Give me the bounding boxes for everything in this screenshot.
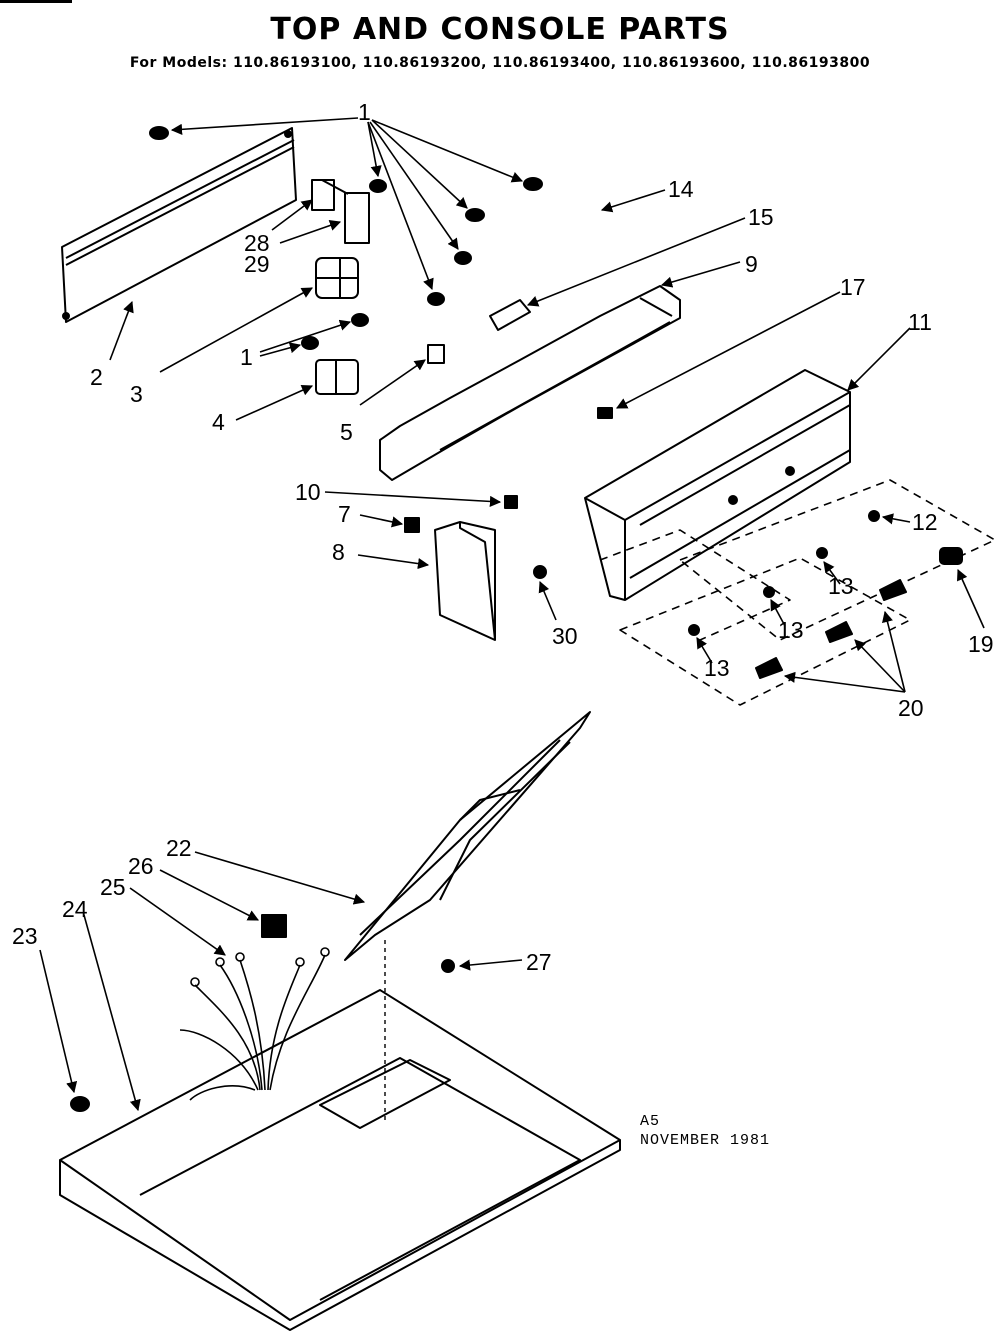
plug-part (70, 1096, 90, 1112)
revision-note: A5 NOVEMBER 1981 (640, 1112, 770, 1150)
callout-label: 10 (295, 479, 321, 505)
callout-label: 28 (244, 230, 270, 256)
callout-label: 30 (552, 623, 578, 649)
callout-label: 25 (100, 874, 126, 900)
callout-label: 13 (704, 655, 730, 681)
small-screw-part (597, 407, 613, 419)
callout-label: 3 (130, 381, 143, 407)
terminal-block-parts (311, 179, 370, 244)
callout-label: 9 (745, 251, 758, 277)
callout-label: 15 (748, 204, 774, 230)
callout-label: 26 (128, 853, 154, 879)
callout-label: 1 (240, 344, 253, 370)
callout-label: 24 (62, 896, 88, 922)
callout-label: 1 (358, 99, 371, 125)
rear-panel-part (61, 127, 297, 323)
callout-label: 14 (668, 176, 694, 202)
callout-label: 29 (244, 251, 270, 277)
callout-label: 19 (968, 631, 994, 657)
callout-label: 13 (778, 617, 804, 643)
screw-10-part (504, 495, 518, 509)
callout-label: 8 (332, 539, 345, 565)
screw-parts (149, 126, 543, 350)
leader-lines (39, 117, 985, 1112)
console-panel-part (584, 369, 851, 601)
page-title: TOP AND CONSOLE PARTS (270, 12, 730, 47)
connector-part (489, 299, 531, 331)
revision-code: A5 (640, 1113, 661, 1130)
knob-clip-parts (688, 510, 880, 636)
callout-label: 17 (840, 274, 866, 300)
screw-30-part (533, 565, 547, 579)
knob-parts (755, 547, 963, 679)
callout-label: 13 (828, 573, 854, 599)
dryer-top-part (59, 989, 621, 1331)
cover-part (434, 521, 496, 641)
screw-27-part (441, 959, 455, 973)
wire-harness-part (179, 947, 330, 1101)
callout-label: 12 (912, 509, 938, 535)
callout-label: 2 (90, 364, 103, 390)
callout-label: 22 (166, 835, 192, 861)
callout-labels: 1 1 2 3 4 5 7 8 9 10 11 12 13 13 13 14 1… (12, 99, 994, 975)
switch-part (315, 359, 359, 395)
callout-label: 27 (526, 949, 552, 975)
part-26 (261, 914, 287, 938)
knob-area-outline (599, 479, 996, 706)
revision-date: NOVEMBER 1981 (640, 1132, 771, 1149)
control-panel-part (344, 711, 591, 961)
callout-label: 11 (908, 309, 932, 335)
callout-label: 23 (12, 923, 38, 949)
clip-part (427, 344, 445, 364)
callout-label: 20 (898, 695, 924, 721)
callout-label: 4 (212, 409, 225, 435)
callout-label: 7 (338, 501, 351, 527)
nut-7-part (404, 517, 420, 533)
console-bracket-part (379, 285, 681, 481)
timer-part (315, 257, 359, 299)
corner-rule (0, 0, 72, 3)
callout-label: 5 (340, 419, 353, 445)
model-list: For Models: 110.86193100, 110.86193200, … (129, 55, 871, 71)
